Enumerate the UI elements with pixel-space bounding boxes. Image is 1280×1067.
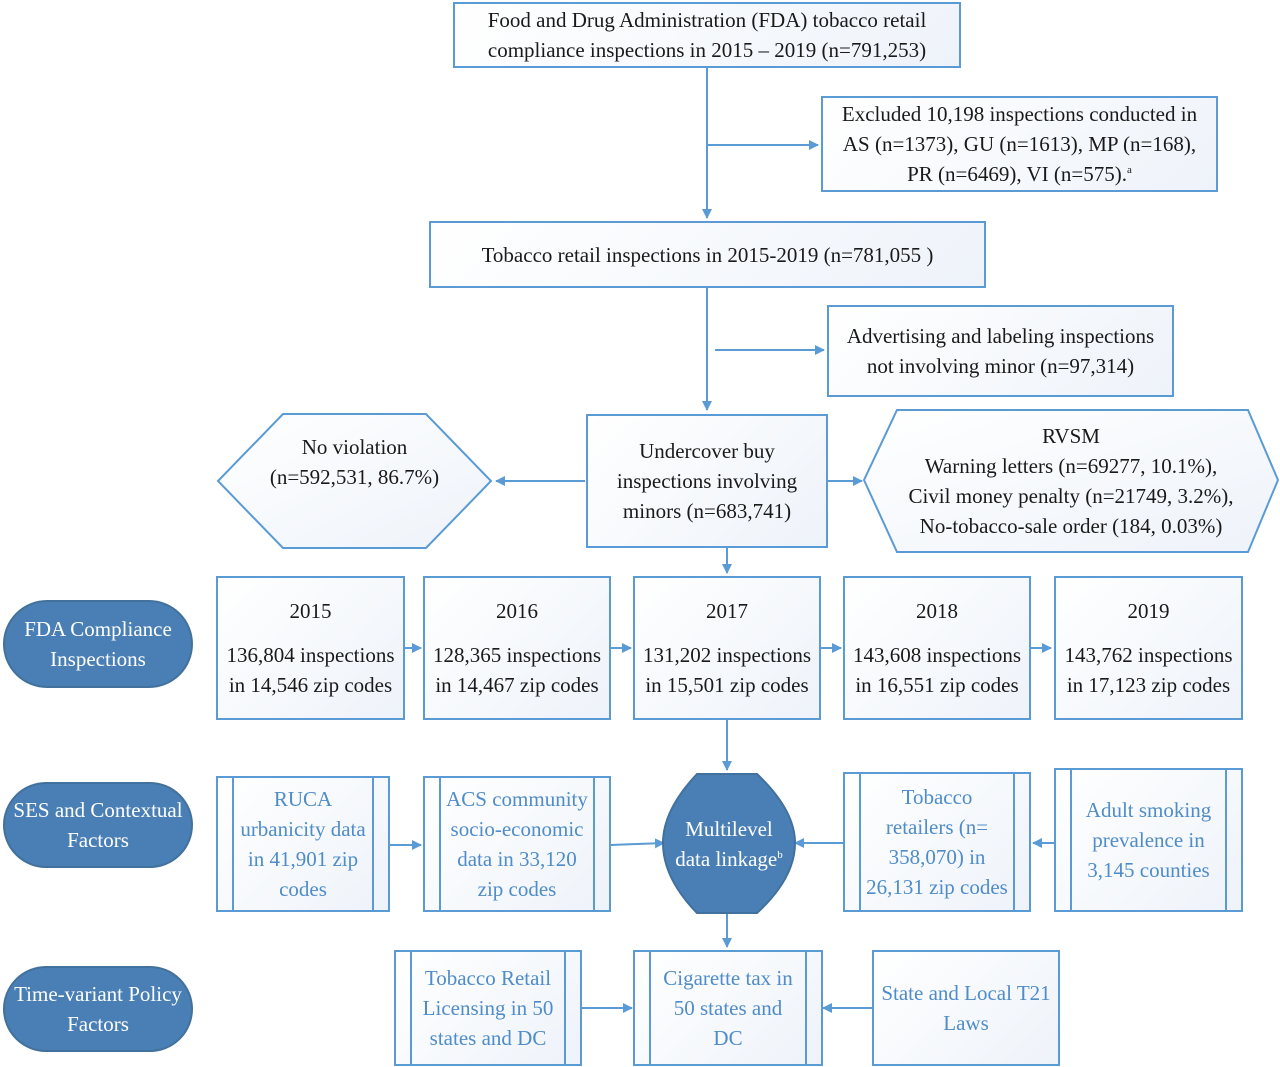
t21-laws-box: State and Local T21 Laws (872, 950, 1060, 1066)
year-inspections: 128,365 inspections (433, 643, 601, 667)
ruca-line1: RUCA (273, 787, 333, 811)
undercover-line2: inspections involving (616, 469, 798, 493)
cigarette-tax-box: Cigarette tax in 50 states and DC (633, 950, 823, 1066)
linkage-line1: Multilevel (685, 816, 773, 841)
year-inspections: 143,608 inspections (853, 643, 1021, 667)
year-label: 2019 (1127, 599, 1170, 623)
acs-line2: socio-economic (450, 817, 584, 841)
smoking-line3: 3,145 counties (1087, 858, 1210, 882)
rvsm-warning-letters: Warning letters (n=69277, 10.1%), (924, 454, 1218, 478)
row-label-fda-line1: FDA Compliance (24, 617, 172, 641)
acs-box: ACS community socio-economic data in 33,… (423, 776, 611, 912)
year-zip-codes: in 14,467 zip codes (435, 673, 599, 697)
rvsm-node: RVSM Warning letters (n=69277, 10.1%), C… (864, 410, 1278, 552)
t21-line2: Laws (943, 1011, 989, 1035)
advertising-line1: Advertising and labeling inspections (846, 324, 1155, 348)
year-inspections: 131,202 inspections (643, 643, 811, 667)
rvsm-no-sale-order: No-tobacco-sale order (184, 0.03%) (919, 514, 1223, 538)
no-violation-count: (n=592,531, 86.7%) (269, 465, 440, 489)
retailers-line4: 26,131 zip codes (866, 875, 1008, 899)
excluded-line3: PR (n=6469), VI (n=575).a (907, 159, 1132, 189)
year-box-2015: 2015 136,804 inspections in 14,546 zip co… (216, 576, 405, 720)
advertising-line2: not involving minor (n=97,314) (866, 354, 1135, 378)
cigtax-line1: Cigarette tax in (663, 966, 793, 990)
ruca-line3: in 41,901 zip (247, 847, 359, 871)
no-violation-title: No violation (301, 435, 408, 459)
row-label-ses-contextual: SES and Contextual Factors (3, 782, 193, 868)
licensing-line1: Tobacco Retail (424, 966, 552, 990)
row-label-ses-line1: SES and Contextual (13, 798, 183, 822)
year-zip-codes: in 16,551 zip codes (855, 673, 1019, 697)
year-label: 2016 (496, 599, 538, 623)
year-zip-codes: in 14,546 zip codes (228, 673, 393, 697)
year-label: 2017 (706, 599, 748, 623)
year-box-2018: 2018 143,608 inspections in 16,551 zip co… (843, 576, 1031, 720)
linkage-shape (661, 773, 797, 914)
no-violation-shape (216, 413, 493, 549)
undercover-line3: minors (n=683,741) (622, 499, 792, 523)
excluded-footnote: a (1126, 164, 1132, 176)
rvsm-shape (862, 409, 1280, 553)
rvsm-title: RVSM (1042, 424, 1100, 448)
cigtax-line3: DC (713, 1026, 743, 1050)
year-box-2016: 2016 128,365 inspections in 14,467 zip co… (423, 576, 611, 720)
retailers-line3: 358,070) in (888, 845, 986, 869)
acs-line1: ACS community (446, 787, 588, 811)
year-box-2017: 2017 131,202 inspections in 15,501 zip co… (633, 576, 821, 720)
retailers-line1: Tobacco (901, 785, 973, 809)
licensing-line3: states and DC (429, 1026, 547, 1050)
ruca-box: RUCA urbanicity data in 41,901 zip codes (216, 776, 390, 912)
row-label-policy-line1: Time-variant Policy (14, 982, 182, 1006)
no-violation-node: No violation (n=592,531, 86.7%) (218, 414, 491, 548)
rvsm-civil-money-penalty: Civil money penalty (n=21749, 3.2%), (908, 484, 1234, 508)
total-inspections-box: Food and Drug Administration (FDA) tobac… (453, 2, 961, 68)
excluded-line3-text: PR (n=6469), VI (n=575). (907, 162, 1127, 186)
year-inspections: 136,804 inspections (226, 643, 395, 667)
total-inspections-line1: Food and Drug Administration (FDA) tobac… (487, 8, 927, 32)
retail-inspections-text: Tobacco retail inspections in 2015-2019 … (481, 242, 934, 267)
arrow-acs-to-linkage (610, 838, 665, 849)
year-box-2019: 2019 143,762 inspections in 17,123 zip co… (1054, 576, 1243, 720)
year-label: 2015 (289, 599, 332, 623)
year-label: 2018 (916, 599, 958, 623)
ruca-line2: urbanicity data (240, 817, 366, 841)
linkage-line2: data linkageb (675, 844, 783, 874)
retail-inspections-box: Tobacco retail inspections in 2015-2019 … (429, 221, 986, 288)
undercover-line1: Undercover buy (639, 439, 775, 463)
row-label-fda-line2: Inspections (50, 647, 146, 671)
retailers-line2: retailers (n= (885, 815, 989, 839)
excluded-box: Excluded 10,198 inspections conducted in… (821, 96, 1218, 192)
retailers-box: Tobacco retailers (n= 358,070) in 26,131… (843, 772, 1031, 912)
row-label-policy: Time-variant Policy Factors (3, 966, 193, 1052)
t21-line1: State and Local T21 (881, 981, 1051, 1005)
excluded-line2: AS (n=1373), GU (n=1613), MP (n=168), (842, 132, 1197, 156)
smoking-line2: prevalence in (1092, 828, 1205, 852)
ruca-line4: codes (279, 877, 327, 901)
year-zip-codes: in 17,123 zip codes (1066, 673, 1231, 697)
acs-line4: zip codes (477, 877, 557, 901)
linkage-line2-text: data linkage (675, 846, 778, 871)
licensing-line2: Licensing in 50 (422, 996, 554, 1020)
cigtax-line2: 50 states and (673, 996, 783, 1020)
acs-line3: data in 33,120 (457, 847, 577, 871)
linkage-footnote: b (777, 848, 783, 861)
excluded-line1: Excluded 10,198 inspections conducted in (841, 102, 1198, 126)
row-label-fda-compliance: FDA Compliance Inspections (3, 600, 193, 688)
linkage-node: Multilevel data linkageb (663, 774, 795, 913)
licensing-box: Tobacco Retail Licensing in 50 states an… (394, 950, 582, 1066)
total-inspections-line2: compliance inspections in 2015 – 2019 (n… (487, 38, 927, 62)
smoking-prevalence-box: Adult smoking prevalence in 3,145 counti… (1054, 768, 1243, 912)
year-zip-codes: in 15,501 zip codes (645, 673, 809, 697)
smoking-line1: Adult smoking (1085, 798, 1212, 822)
advertising-box: Advertising and labeling inspections not… (827, 305, 1174, 397)
row-label-ses-line2: Factors (67, 828, 129, 852)
undercover-box: Undercover buy inspections involving min… (586, 414, 828, 548)
row-label-policy-line2: Factors (67, 1012, 129, 1036)
year-inspections: 143,762 inspections (1064, 643, 1233, 667)
